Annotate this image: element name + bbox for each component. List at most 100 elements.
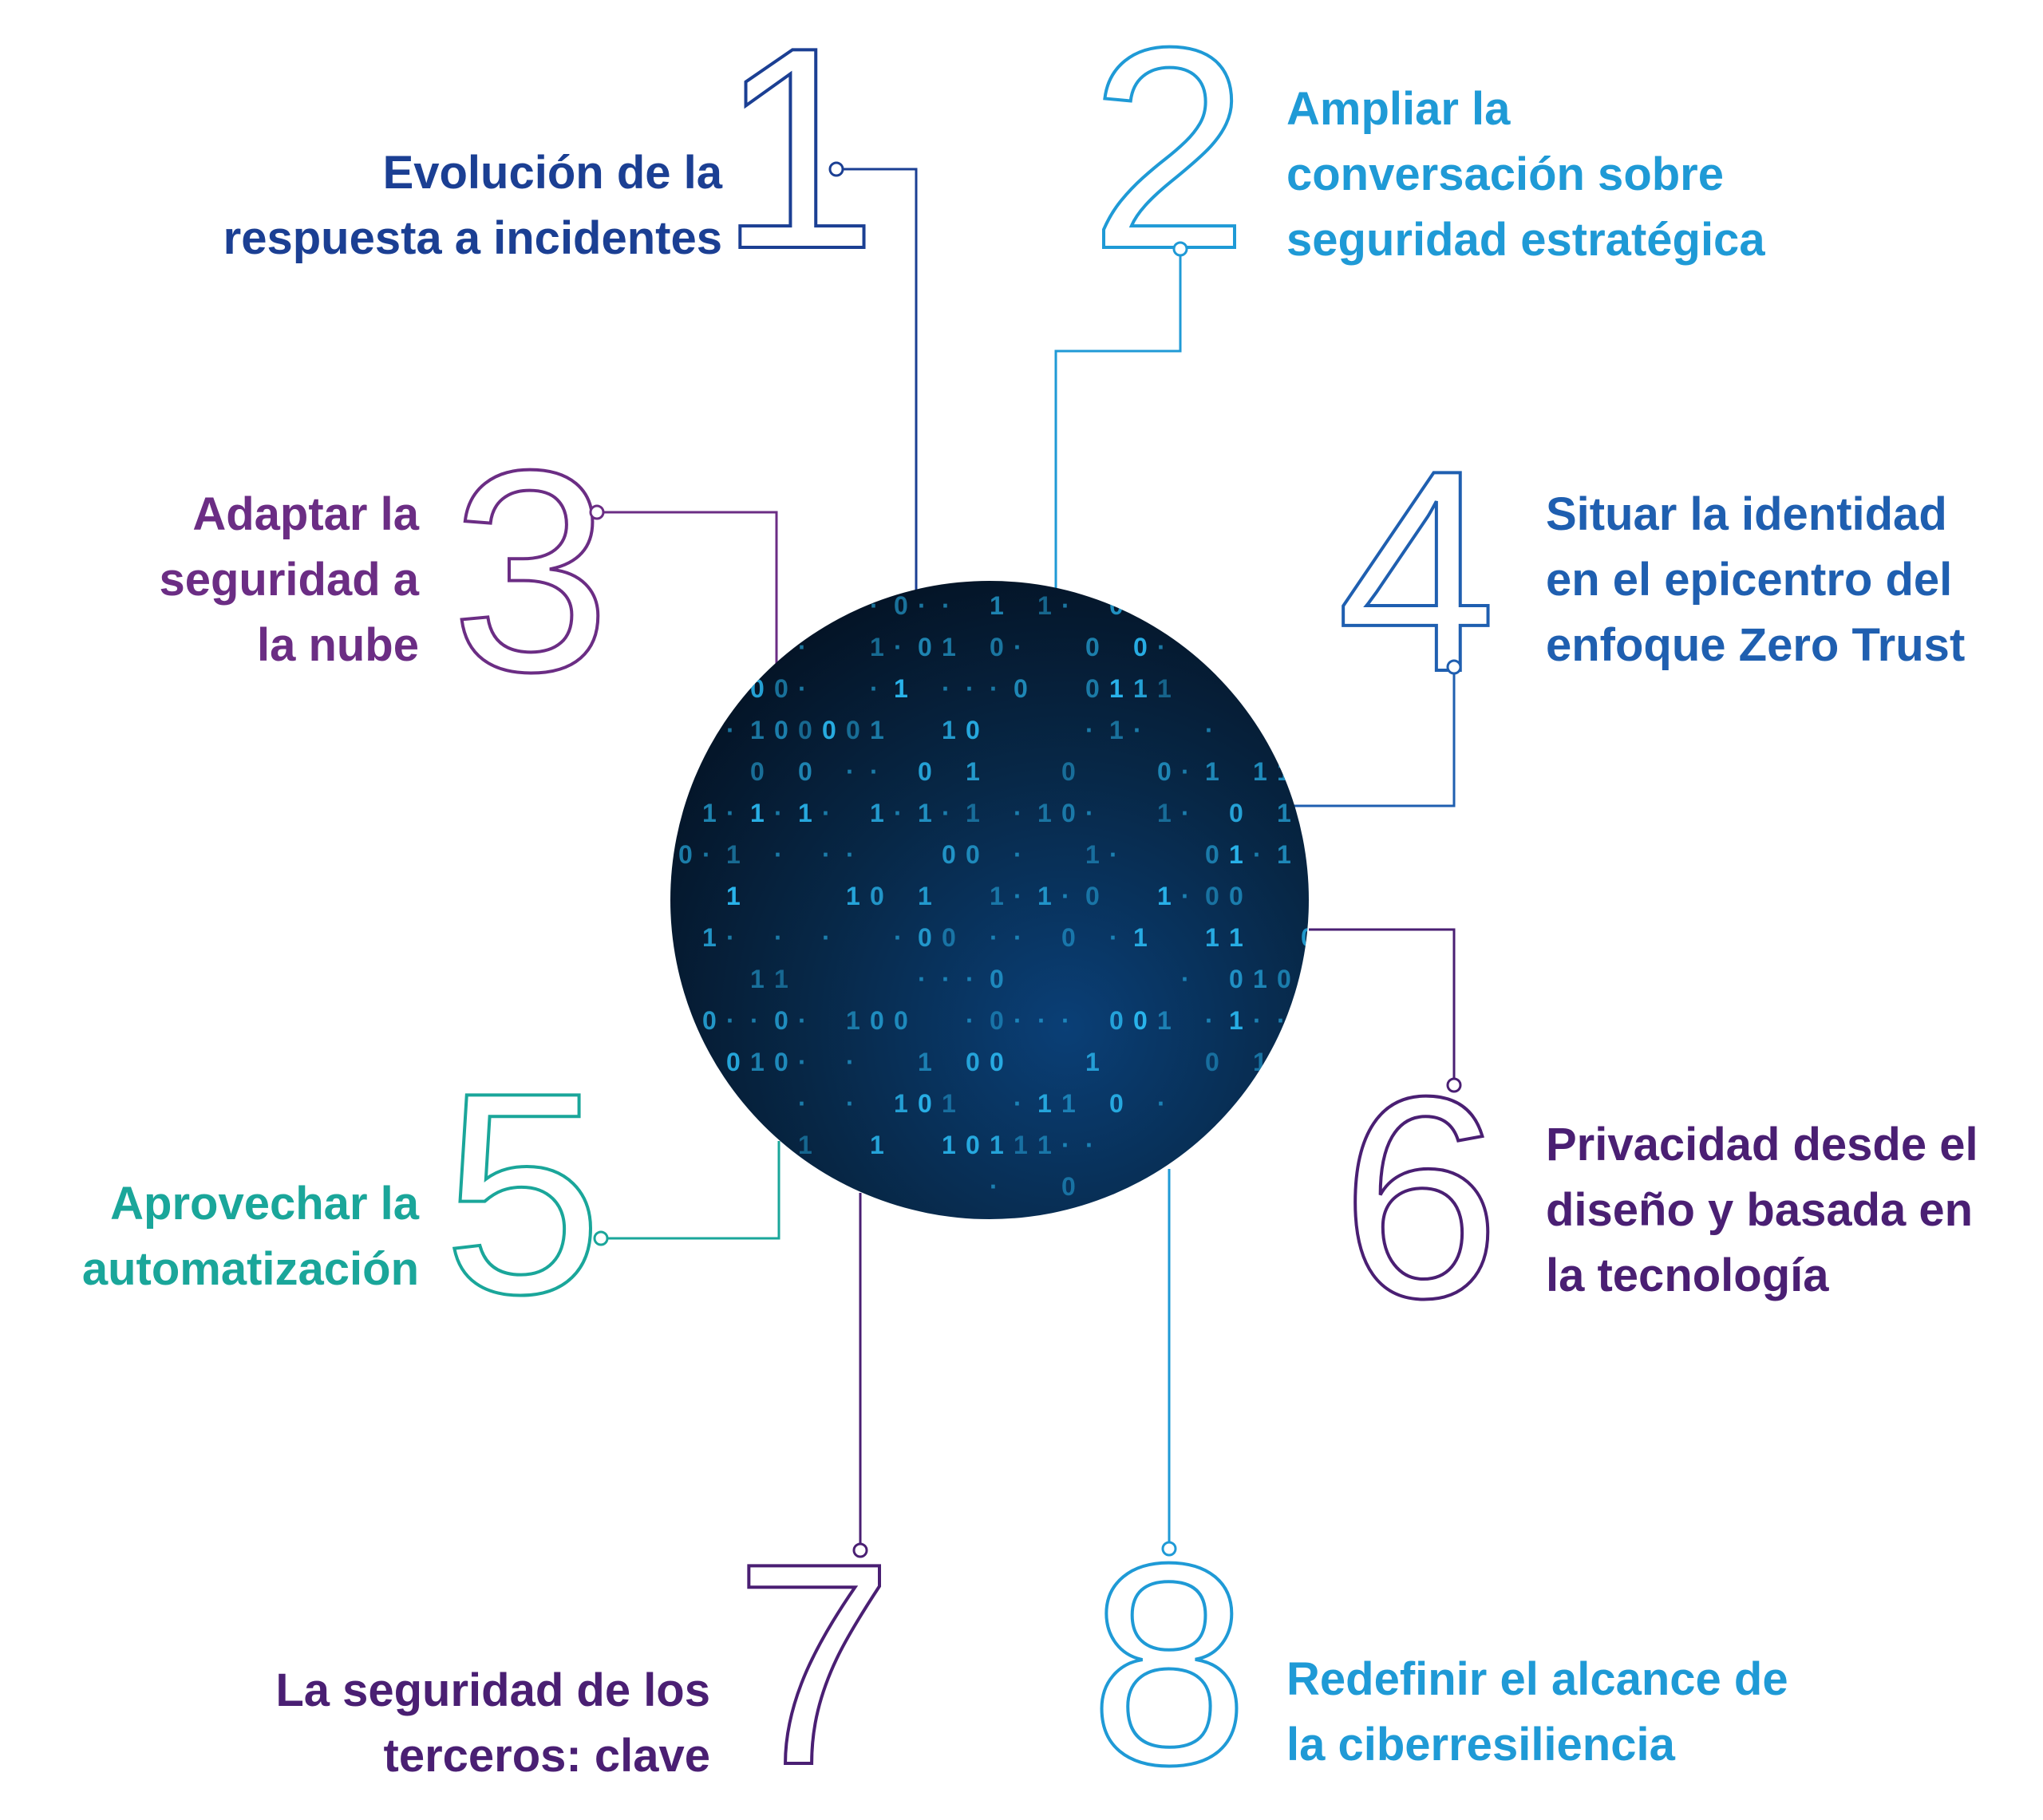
binary-digit: · — [870, 591, 879, 620]
binary-digit: 1 — [1085, 1048, 1100, 1076]
binary-digit: 1 — [942, 1131, 956, 1159]
connector-lines — [597, 168, 1456, 1550]
number-2: 2 — [1089, 0, 1249, 309]
binary-digit: · — [918, 591, 927, 620]
binary-digit: · — [726, 1006, 735, 1035]
binary-digit: 0 — [990, 1048, 1004, 1076]
binary-digit: 1 — [1253, 1048, 1267, 1076]
label-2-line-2: conversación sobre — [1286, 148, 1724, 200]
binary-digit: 0 — [870, 882, 884, 910]
binary-digit: 0 — [870, 1006, 884, 1035]
node-5 — [593, 1230, 609, 1246]
binary-digit: · — [1014, 1089, 1022, 1118]
binary-digit: · — [1014, 799, 1022, 827]
binary-digit: 1 — [846, 1006, 860, 1035]
binary-digit: 1 — [1037, 882, 1052, 910]
binary-digit: · — [1085, 1131, 1094, 1159]
binary-digit: 1 — [894, 674, 908, 703]
binary-digit: · — [822, 799, 831, 827]
binary-digit: 1 — [1085, 840, 1100, 869]
label-4: Situar la identidad en el epicentro del … — [1546, 482, 1965, 678]
binary-digit: 0 — [1133, 633, 1148, 661]
binary-digit: 1 — [1277, 799, 1291, 827]
binary-digit: 1 — [990, 1131, 1004, 1159]
binary-digit: · — [1061, 1006, 1070, 1035]
label-3: Adaptar la seguridad a la nube — [159, 482, 419, 678]
binary-digit: · — [846, 757, 855, 786]
binary-digit: 0 — [1085, 633, 1100, 661]
binary-digit: 1 — [1109, 716, 1124, 744]
binary-digit: · — [1061, 591, 1070, 620]
binary-digit: 0 — [990, 633, 1004, 661]
label-2-line-1: Ampliar la — [1286, 83, 1511, 135]
binary-digit: 0 — [774, 1006, 788, 1035]
binary-digit: 1 — [990, 882, 1004, 910]
label-7-line-2: terceros: clave — [383, 1730, 710, 1782]
binary-digit: 1 — [798, 1131, 812, 1159]
label-7-line-1: La seguridad de los — [275, 1664, 710, 1716]
node-1 — [828, 161, 844, 177]
label-1-line-1: Evolución de la — [382, 147, 722, 199]
binary-digit: 0 — [702, 1006, 717, 1035]
binary-digit: · — [846, 1089, 855, 1118]
binary-digit: 1 — [1205, 923, 1219, 952]
binary-digit: 0 — [678, 840, 693, 869]
label-2-line-3: seguridad estratégica — [1286, 214, 1765, 266]
binary-digit: · — [942, 965, 950, 993]
number-1: 1 — [718, 0, 878, 309]
binary-digit: · — [1085, 799, 1094, 827]
binary-digit: 1 — [1037, 1089, 1052, 1118]
binary-digit: · — [1061, 1131, 1070, 1159]
binary-digit: · — [1157, 633, 1166, 661]
node-8 — [1161, 1541, 1177, 1557]
binary-digit: 1 — [1133, 923, 1148, 952]
binary-digit: · — [1014, 840, 1022, 869]
label-1: Evolución de la respuesta a incidentes — [223, 140, 722, 271]
number-7: 7 — [734, 1504, 894, 1820]
binary-digit: 0 — [1205, 882, 1219, 910]
node-3 — [589, 504, 605, 520]
binary-digit: · — [1085, 716, 1094, 744]
connector-2 — [1054, 249, 1182, 592]
label-8-line-2: la ciberresiliencia — [1286, 1719, 1675, 1771]
number-3: 3 — [451, 411, 611, 732]
binary-digit: 1 — [1109, 674, 1124, 703]
binary-digit: · — [774, 799, 783, 827]
binary-digit: 1 — [918, 1048, 932, 1076]
connector-5 — [601, 1141, 780, 1240]
binary-digit: 0 — [1301, 923, 1315, 952]
number-6: 6 — [1341, 1037, 1500, 1358]
binary-digit: · — [798, 1048, 807, 1076]
binary-digit: 1 — [942, 716, 956, 744]
binary-digit: · — [1157, 1089, 1166, 1118]
label-3-line-2: seguridad a — [159, 554, 419, 606]
binary-digit: 0 — [1229, 882, 1243, 910]
binary-digit: · — [966, 965, 974, 993]
binary-digit: · — [894, 633, 903, 661]
binary-digit: 0 — [1109, 591, 1124, 620]
binary-digit: 0 — [1229, 799, 1243, 827]
binary-digit: 1 — [870, 799, 884, 827]
binary-digit: 1 — [942, 1089, 956, 1118]
label-7: La seguridad de los terceros: clave — [275, 1658, 710, 1789]
binary-digit: · — [1133, 716, 1142, 744]
binary-digit: · — [846, 840, 855, 869]
binary-digit: 1 — [702, 923, 717, 952]
binary-digit: 1 — [1277, 840, 1291, 869]
binary-digit: 0 — [894, 591, 908, 620]
binary-digit: 1 — [1277, 757, 1291, 786]
label-4-line-2: en el epicentro del — [1546, 554, 1953, 606]
binary-digit: 1 — [1037, 1131, 1052, 1159]
binary-digit: 0 — [918, 923, 932, 952]
binary-digit: 0 — [774, 674, 788, 703]
binary-digit: 0 — [1229, 965, 1243, 993]
binary-digit: · — [774, 923, 783, 952]
binary-digit: 0 — [918, 757, 932, 786]
binary-digit: · — [1061, 882, 1070, 910]
binary-digit: 0 — [798, 757, 812, 786]
connector-3 — [597, 511, 778, 670]
binary-digit: 0 — [990, 1006, 1004, 1035]
binary-digit: 1 — [1157, 1006, 1172, 1035]
